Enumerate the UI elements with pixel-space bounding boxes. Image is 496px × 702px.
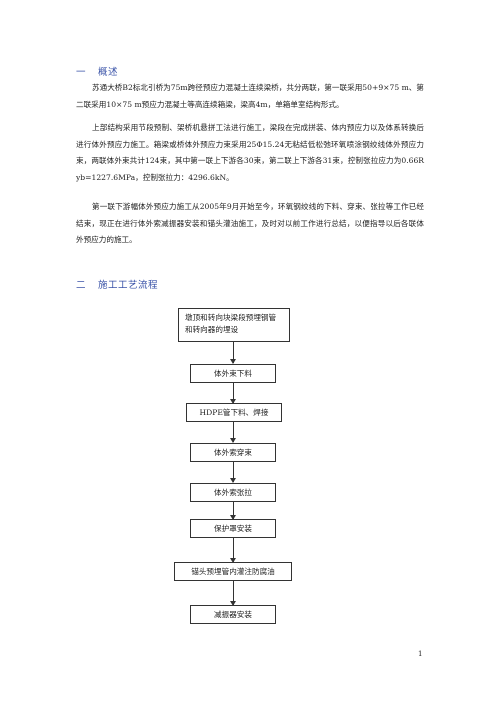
section-number: 一 xyxy=(76,67,87,78)
section-title: 概述 xyxy=(98,67,119,78)
section-heading-overview: 一概述 xyxy=(76,64,118,78)
page-number: 1 xyxy=(418,650,423,658)
flow-arrow-icon xyxy=(230,538,236,563)
flow-arrow-icon xyxy=(230,342,236,364)
flow-step-7: 锚头预埋管内灌注防腐油 xyxy=(174,562,292,581)
flow-step-6: 保护罩安装 xyxy=(190,519,276,538)
overview-paragraph-1: 苏通大桥B2标北引桥为75m跨径预应力混凝土连续梁桥，共分两联，第一联采用50+… xyxy=(76,83,424,109)
flow-step-5: 体外索张拉 xyxy=(190,483,276,502)
section-title: 施工工艺流程 xyxy=(98,280,159,291)
flow-step-8: 减振器安装 xyxy=(190,605,276,624)
flow-arrow-icon xyxy=(230,581,236,606)
section-number: 二 xyxy=(76,280,87,291)
overview-paragraph-3: 第一联下游幅体外预应力施工从2005年9月开始至今，环氧钢绞线的下料、穿束、张拉… xyxy=(76,202,424,244)
flow-step-1: 墩顶和转向块梁段预埋钢管和转向器的埋设 xyxy=(178,308,290,342)
flow-arrow-icon xyxy=(230,462,236,483)
flow-arrow-icon xyxy=(230,383,236,404)
overview-paragraph-2: 上部结构采用节段预制、架桥机悬拼工法进行施工，梁段在完成拼装、体内预应力以及体系… xyxy=(76,123,424,182)
flow-arrow-icon xyxy=(230,422,236,443)
flow-arrow-icon xyxy=(230,502,236,520)
flow-step-3: HDPE管下料、焊接 xyxy=(186,403,282,422)
flow-step-4: 体外索穿束 xyxy=(190,443,276,462)
section-heading-process: 二施工工艺流程 xyxy=(76,277,158,291)
flow-step-2: 体外束下料 xyxy=(190,364,276,383)
